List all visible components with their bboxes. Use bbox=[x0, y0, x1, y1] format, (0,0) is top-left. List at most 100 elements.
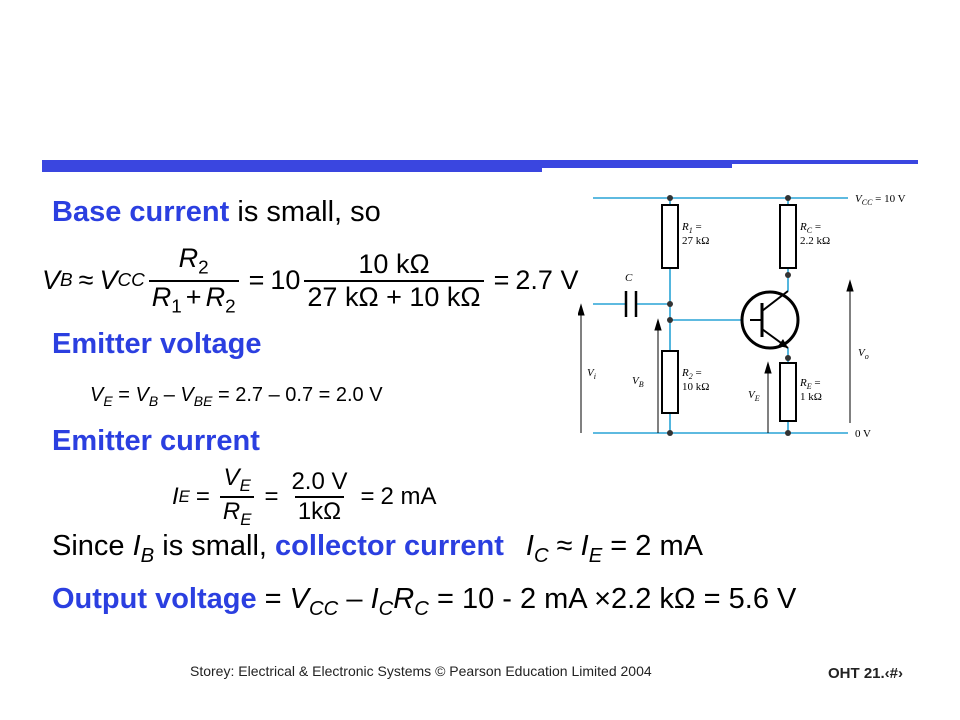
circuit-labels: VCC = 10 V 0 V R1 = 27 kΩ R2 = 10 kΩ RC … bbox=[587, 193, 906, 440]
output-line-rc-sub: C bbox=[414, 598, 429, 621]
vcc-label: VCC = 10 V bbox=[855, 193, 906, 207]
re-value: 1 kΩ bbox=[800, 391, 822, 403]
since-line-ic: I bbox=[525, 530, 534, 562]
eq-ie-result: 2 mA bbox=[380, 482, 437, 510]
eq-vb-r-den-a-sub: 1 bbox=[171, 296, 182, 318]
output-line-vcc: V bbox=[289, 583, 310, 615]
since-line-d: = 2 mA bbox=[602, 530, 703, 562]
since-line-ic-sub: C bbox=[533, 545, 549, 568]
eq-ie-d2: 1kΩ bbox=[294, 495, 345, 526]
ve-line-vb-sub: B bbox=[148, 392, 159, 409]
footer-credit: Storey: Electrical & Electronic Systems … bbox=[190, 663, 652, 679]
eq-ie-eq1: = bbox=[195, 482, 210, 510]
output-line-ic: I bbox=[370, 583, 379, 615]
rc-resistor bbox=[779, 204, 797, 269]
output-voltage-term: Output voltage bbox=[52, 583, 257, 615]
eq-vb-frac-n: 10 kΩ 27 kΩ + 10 kΩ bbox=[304, 248, 484, 313]
emitter-current-heading: Emitter current bbox=[52, 425, 260, 457]
eq-vb-r-num-sub: 2 bbox=[198, 257, 209, 279]
eq-vb-vcc: V bbox=[99, 265, 118, 296]
eq-ie-eq3: = bbox=[360, 482, 375, 510]
r2-resistor bbox=[661, 350, 679, 414]
transistor-circuit-diagram: VCC = 10 V 0 V R1 = 27 kΩ R2 = 10 kΩ RC … bbox=[578, 193, 906, 440]
eq-vb-eq1: = bbox=[248, 265, 265, 296]
output-line-rc: R bbox=[393, 583, 415, 615]
eq-ie-d1-sub: E bbox=[240, 509, 252, 529]
r2-value: 10 kΩ bbox=[682, 381, 709, 393]
eq-ie-n1-sub: E bbox=[239, 475, 251, 495]
eq-ie-d1: R bbox=[222, 497, 241, 525]
vb-label: VB bbox=[632, 375, 644, 389]
r1-label: R1 = bbox=[681, 221, 702, 235]
vi-label: Vi bbox=[587, 367, 596, 381]
rc-value: 2.2 kΩ bbox=[800, 235, 830, 247]
eq-vb-approx: ≈ bbox=[78, 265, 94, 296]
eq-ie-lhs: I bbox=[172, 482, 179, 510]
eq-ie-lhs-sub: E bbox=[178, 486, 190, 506]
output-line-minus: – bbox=[338, 583, 371, 615]
header-bar-mid bbox=[542, 160, 732, 168]
re-resistor bbox=[779, 362, 797, 422]
voltage-arrows bbox=[578, 279, 854, 433]
eq-vb-n-num: 10 kΩ bbox=[358, 248, 430, 279]
collector-current-term: collector current bbox=[275, 530, 504, 562]
since-line-a: Since bbox=[52, 530, 133, 562]
ve-line-ve-sub: E bbox=[103, 392, 113, 409]
ve-line-vbe: V bbox=[180, 384, 194, 406]
header-bar-thick bbox=[42, 160, 542, 172]
since-line-approx: ≈ bbox=[548, 530, 581, 562]
eq-vb-result: 2.7 V bbox=[515, 265, 579, 296]
eq-vb-n-den: 27 kΩ + 10 kΩ bbox=[304, 279, 484, 313]
eq-vb-vcc-sub: CC bbox=[117, 269, 145, 291]
circuit-nodes bbox=[667, 195, 791, 436]
emitter-voltage-heading: Emitter voltage bbox=[52, 328, 262, 360]
since-line-ib-sub: B bbox=[140, 545, 155, 568]
re-label: RE = bbox=[799, 377, 821, 391]
base-current-text: is small, so bbox=[229, 196, 381, 228]
ve-line-vb: V bbox=[135, 384, 149, 406]
output-line: Output voltage = VCC – ICRC = 10 - 2 mA … bbox=[52, 583, 796, 621]
transistor-symbol bbox=[740, 290, 800, 350]
since-line-ie-sub: E bbox=[588, 545, 603, 568]
eq-vb-r-den-b: R bbox=[205, 281, 226, 312]
base-current-heading: Base current is small, so bbox=[52, 196, 381, 229]
eq-vb-r-den-plus: + bbox=[185, 281, 202, 312]
eq-vb-lhs-sub: B bbox=[60, 269, 73, 291]
eq-ie-n2: 2.0 V bbox=[291, 467, 348, 495]
base-current-term: Base current bbox=[52, 196, 230, 228]
zero-volt-label: 0 V bbox=[855, 428, 871, 440]
ve-line-ve: V bbox=[90, 384, 104, 406]
c-label: C bbox=[625, 272, 633, 284]
ve-line-minus: – bbox=[158, 384, 181, 406]
resistors bbox=[661, 204, 797, 422]
eq-vb-frac-r: R2 R1+R2 bbox=[148, 243, 239, 318]
eq-vb-r-den-a: R bbox=[151, 281, 172, 312]
output-line-b: = bbox=[256, 583, 290, 615]
output-line-ic-sub: C bbox=[378, 598, 394, 621]
circuit-wires bbox=[593, 197, 848, 434]
eq-vb-r-num: R bbox=[178, 243, 199, 273]
since-line-b: is small, bbox=[154, 530, 276, 562]
header-bar-thin bbox=[732, 160, 918, 164]
eq-ie-frac-1: VE RE bbox=[219, 464, 255, 530]
vo-label: Vo bbox=[858, 347, 869, 361]
since-line-ie: I bbox=[580, 530, 589, 562]
rc-label: RC = bbox=[799, 221, 821, 235]
output-line-vcc-sub: CC bbox=[309, 598, 339, 621]
eq-ie-n1: V bbox=[223, 464, 240, 491]
ve-line: VE = VB – VBE = 2.7 – 0.7 = 2.0 V bbox=[90, 384, 383, 409]
capacitor-symbol bbox=[624, 291, 638, 317]
eq-vb-lhs: V bbox=[42, 265, 61, 296]
ve-line-rest: = 2.7 – 0.7 = 2.0 V bbox=[212, 384, 383, 406]
ve-line-eq: = bbox=[112, 384, 136, 406]
r1-value: 27 kΩ bbox=[682, 235, 709, 247]
output-line-c: = 10 - 2 mA ×2.2 kΩ = 5.6 V bbox=[428, 583, 797, 615]
r2-label: R2 = bbox=[681, 367, 702, 381]
r1-resistor bbox=[661, 204, 679, 269]
ve-label: VE bbox=[748, 389, 760, 403]
eq-ie-eq2: = bbox=[264, 482, 279, 510]
ve-line-vbe-sub: BE bbox=[193, 392, 213, 409]
